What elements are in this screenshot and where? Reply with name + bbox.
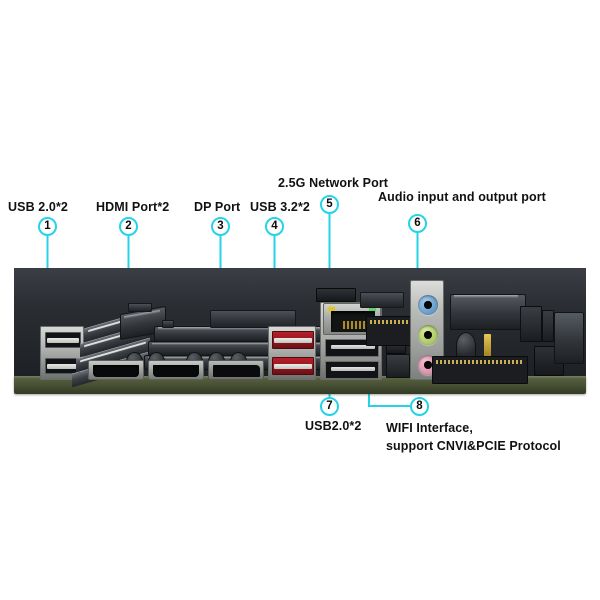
m2-heatsink xyxy=(450,294,526,330)
header-connector xyxy=(520,306,542,342)
port-hdmi-2 xyxy=(148,360,204,380)
audio-jack-line-in xyxy=(418,295,438,315)
callout-bubble-6[interactable]: 6 xyxy=(408,214,427,233)
callout-label-wifi-line2: support CNVI&PCIE Protocol xyxy=(386,439,561,453)
port-displayport xyxy=(208,360,264,380)
chip-small xyxy=(316,288,356,302)
callout-label-lan: 2.5G Network Port xyxy=(278,176,389,190)
callout-label-dp: DP Port xyxy=(194,200,241,214)
callout-bubble-5[interactable]: 5 xyxy=(320,195,339,214)
shield-block xyxy=(360,292,404,308)
callout-label-usb20-bottom: USB2.0*2 xyxy=(305,419,362,433)
audio-jack-line-out xyxy=(418,325,438,345)
callout-bubble-2[interactable]: 2 xyxy=(119,217,138,236)
port-usb-2-0-stack-left xyxy=(40,326,84,380)
callout-label-usb20-left: USB 2.0*2 xyxy=(8,200,68,214)
antenna-pin xyxy=(484,334,491,358)
rear-bracket xyxy=(554,312,584,364)
callout-label-wifi-line1: WIFI Interface, xyxy=(386,421,473,435)
port-usb-3-2-stack xyxy=(268,326,316,380)
port-usb-2-0-lower xyxy=(325,361,379,379)
header-connector xyxy=(542,310,554,342)
lan-led-left xyxy=(328,307,335,312)
pcie-slot xyxy=(366,316,412,346)
connector-wifi-cnvi xyxy=(386,354,410,378)
motherboard-rear-io-image xyxy=(14,262,586,394)
callout-bubble-7[interactable]: 7 xyxy=(320,397,339,416)
callout-label-audio: Audio input and output port xyxy=(378,190,546,204)
callout-bubble-4[interactable]: 4 xyxy=(265,217,284,236)
callout-bubble-1[interactable]: 1 xyxy=(38,217,57,236)
callout-bubble-8[interactable]: 8 xyxy=(410,397,429,416)
lan-led-right xyxy=(369,307,376,312)
port-lan-usb-stack xyxy=(320,302,382,380)
callout-label-usb32: USB 3.2*2 xyxy=(250,200,310,214)
callout-bubble-3[interactable]: 3 xyxy=(211,217,230,236)
ram-slot xyxy=(432,356,528,384)
port-usb-2-0-upper xyxy=(325,339,379,357)
port-hdmi-1 xyxy=(88,360,144,380)
callout-label-hdmi: HDMI Port*2 xyxy=(96,200,170,214)
